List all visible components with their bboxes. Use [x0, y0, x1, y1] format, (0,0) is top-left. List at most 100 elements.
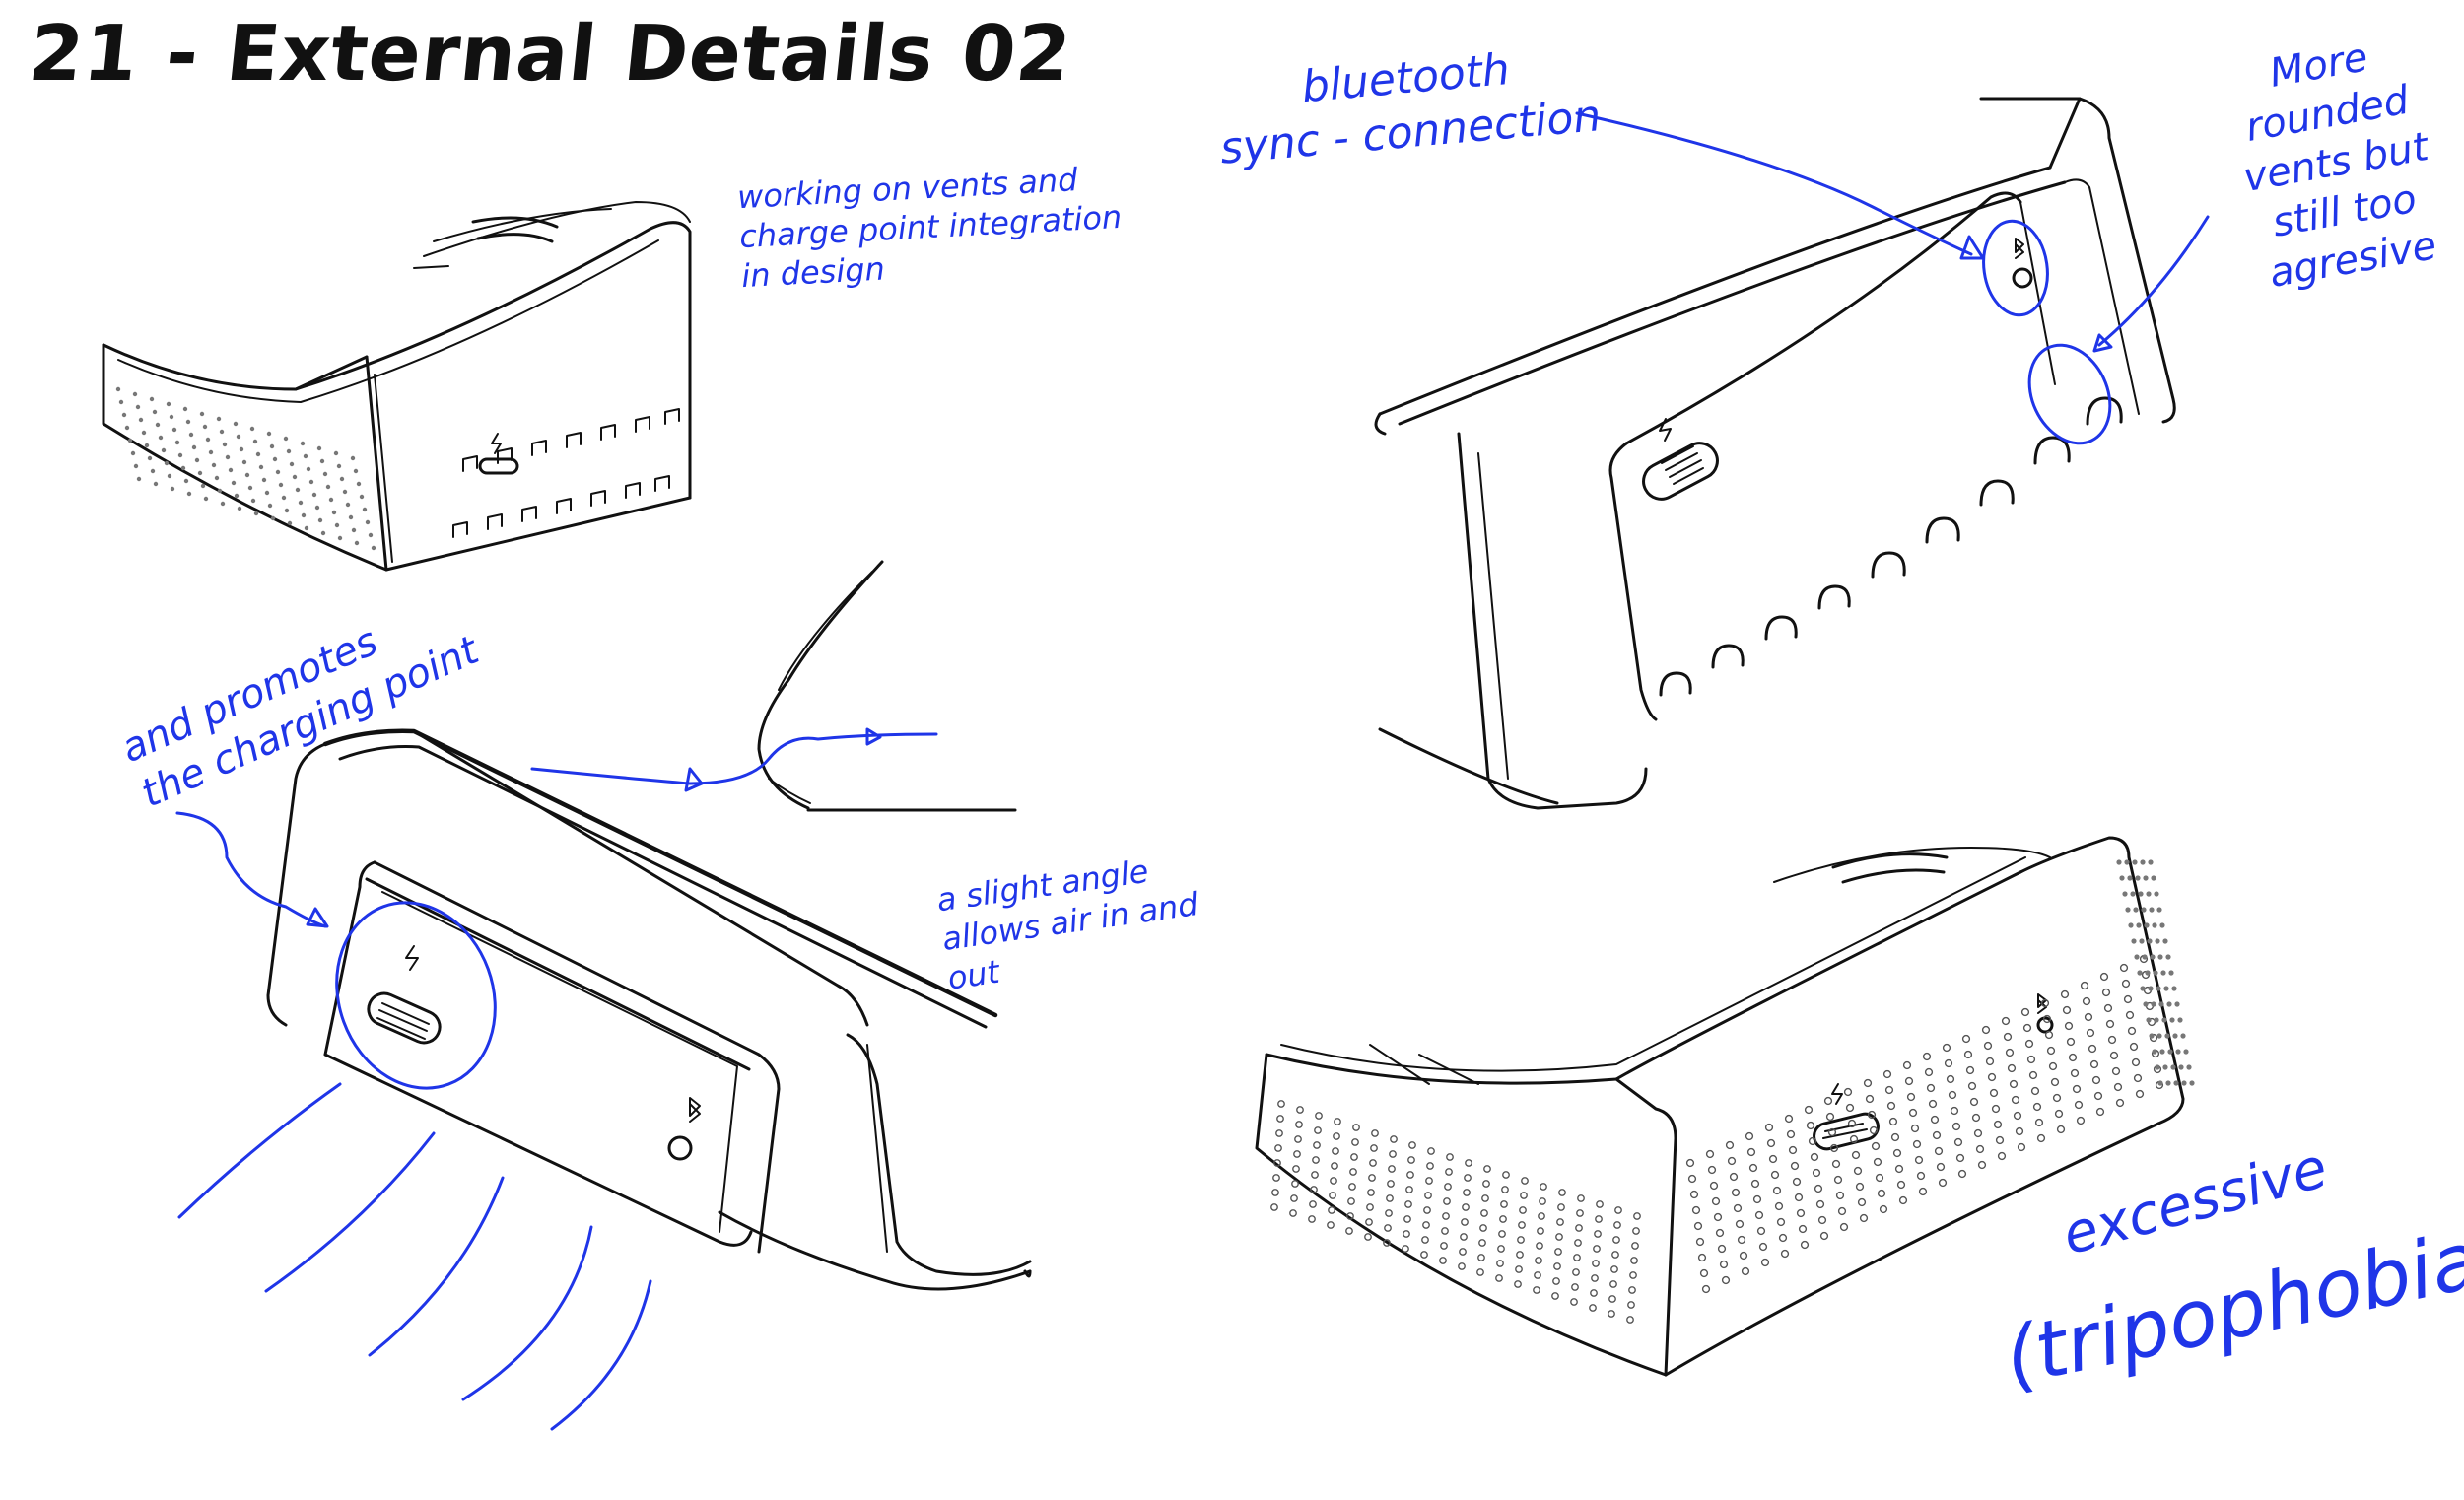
vent-hole [258, 464, 264, 470]
vent-hole [241, 459, 247, 465]
vent-hole [1477, 1254, 1485, 1261]
vent-hole [202, 424, 208, 430]
vent-hole [1292, 1165, 1300, 1173]
vent-hole [1555, 1233, 1563, 1241]
vent-hole [1689, 1190, 1699, 1199]
vent-hole [1295, 1121, 1303, 1128]
vent-hole [2163, 986, 2169, 991]
vent-hole [1932, 1130, 1942, 1140]
vent-hole [1446, 1153, 1454, 1161]
vent-hole [255, 451, 261, 457]
vent-hole [1754, 1210, 1764, 1220]
vent-hole [1609, 1280, 1617, 1288]
vent-hole [1425, 1177, 1433, 1185]
vent-hole [1558, 1189, 1566, 1196]
vent-hole [1804, 1105, 1814, 1115]
annotation-arrows [1575, 111, 2210, 445]
vent-hole [362, 507, 368, 512]
vent-hole [1443, 1197, 1451, 1205]
vent-hole [2040, 998, 2050, 1008]
vent-hole [1270, 1203, 1278, 1211]
vent-hole [1924, 1067, 1934, 1077]
vent-hole [316, 445, 322, 451]
vent-hole [2169, 1017, 2175, 1023]
vent-hole [1981, 1025, 1991, 1035]
vent-hole [1768, 1154, 1778, 1164]
vent-hole [1817, 1215, 1827, 1225]
vent-hole [1497, 1245, 1505, 1253]
vent-hole [132, 391, 138, 397]
vent-hole [1460, 1233, 1468, 1241]
vent-hole [115, 386, 121, 392]
vent-hole [368, 532, 374, 538]
vent-hole [2091, 1075, 2101, 1085]
vent-hole [303, 453, 308, 459]
vent-hole [1333, 1132, 1340, 1140]
vent-hole [1556, 1218, 1564, 1226]
vent-hole [1965, 1065, 1975, 1075]
vent-hole [1463, 1189, 1471, 1196]
vent-hole [1614, 1206, 1622, 1214]
vent-hole [1440, 1242, 1448, 1250]
vent-hole [1719, 1260, 1729, 1269]
vent-hole [2152, 922, 2157, 928]
bluetooth-button [2012, 267, 2033, 289]
vent-hole [1458, 1262, 1466, 1270]
vent-hole [2154, 1017, 2159, 1023]
vent-hole [1977, 1160, 1987, 1170]
charge-port [478, 457, 519, 475]
vent-hole [2036, 1133, 2046, 1143]
vent-hole [1571, 1283, 1579, 1291]
vent-hole [2134, 954, 2140, 960]
vent-hole [1590, 1289, 1598, 1297]
vent-hole [1367, 1189, 1375, 1196]
vent-hole [2146, 891, 2152, 897]
vent-hole [1386, 1194, 1394, 1202]
vent-hole [1347, 1197, 1355, 1205]
vent-hole [2064, 1021, 2074, 1031]
vent-hole [333, 450, 339, 456]
vent-hole [1576, 1209, 1584, 1217]
vent-hole [1814, 1184, 1823, 1193]
vent-hole [2022, 1023, 2032, 1033]
vent-hole [264, 490, 270, 496]
vent-hole [2131, 1057, 2141, 1067]
vent-hole [1916, 1171, 1926, 1181]
vent-hole [275, 469, 281, 475]
vent-hole [2156, 1033, 2162, 1039]
vent-hole [1277, 1100, 1285, 1108]
vent-perforation [115, 386, 376, 551]
vent-hole [1942, 1043, 1951, 1053]
vent-hole [1963, 1050, 1973, 1059]
vent-hole [1918, 1187, 1928, 1196]
vent-hole [2086, 1028, 2095, 1038]
note-vents-charge: working on vents and charge point integr… [736, 161, 1124, 296]
vent-hole [2175, 1049, 2181, 1055]
vent-hole [1626, 1316, 1634, 1324]
vent-hole [1502, 1171, 1510, 1179]
vent-hole [1445, 1168, 1453, 1176]
vent-hole [1553, 1262, 1561, 1270]
vent-hole [2007, 1063, 2017, 1073]
vent-hole [197, 470, 203, 476]
vent-hole [2157, 954, 2163, 960]
vent-hole [1786, 1129, 1796, 1139]
vent-hole [1875, 1173, 1884, 1183]
vent-hole [1610, 1265, 1618, 1273]
vent-hole [1402, 1245, 1409, 1253]
sketch-bottom-left-device [175, 560, 1032, 1431]
vent-hole [2181, 1080, 2187, 1086]
vent-hole [2149, 1033, 2155, 1039]
vent-hole [2068, 1053, 2078, 1062]
vent-hole [1829, 1143, 1839, 1153]
vent-hole [1748, 1163, 1758, 1173]
vent-hole [1770, 1170, 1780, 1180]
vent-hole [336, 463, 342, 469]
vent-hole [1408, 1141, 1416, 1149]
vent-hole [1389, 1150, 1397, 1158]
sketch-top-right-device [1374, 97, 2176, 810]
vent-hole [2015, 1126, 2024, 1136]
vent-hole [1971, 1113, 1981, 1123]
vent-hole [1501, 1186, 1509, 1193]
